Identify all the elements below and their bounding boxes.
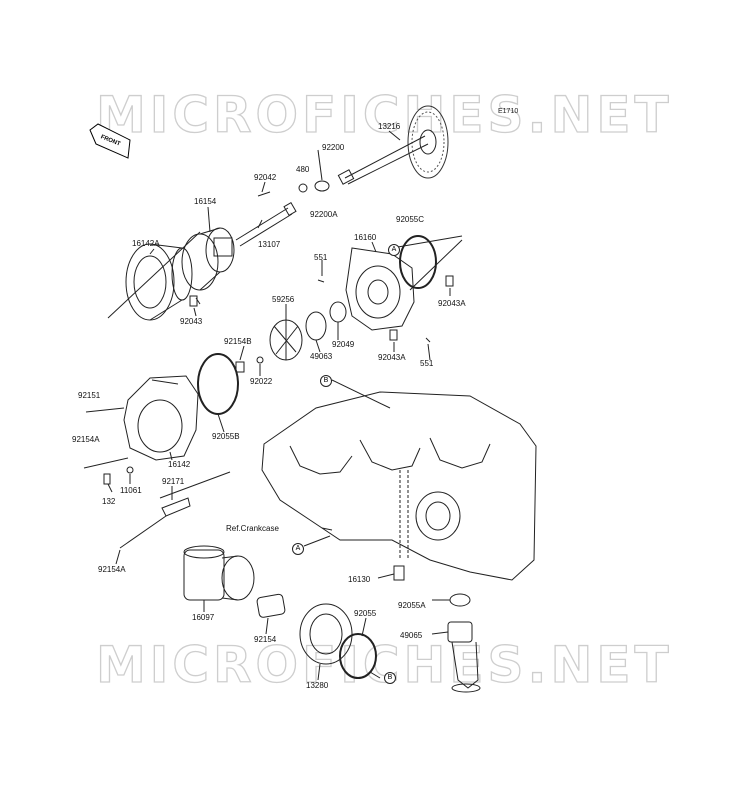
bolt-132-icon	[103, 473, 111, 485]
pin-551b-icon	[425, 337, 431, 343]
part-label-92154A-upper[interactable]: 92154A	[72, 435, 100, 444]
part-label-92042[interactable]: 92042	[254, 173, 277, 182]
part-label-551-upper[interactable]: 551	[314, 253, 328, 262]
part-label-92049[interactable]: 92049	[332, 340, 355, 349]
oil-cooler-icon	[299, 603, 353, 665]
part-label-92043A-upper[interactable]: 92043A	[438, 299, 466, 308]
watermark-top: MICROFICHES.NET	[95, 85, 673, 144]
washer-92022-icon	[256, 356, 264, 364]
camshaft-gear-icon	[337, 105, 449, 185]
front-arrow-icon	[89, 123, 131, 159]
dowel-92043A-lower-icon	[389, 329, 398, 341]
oring-92055C-icon	[399, 235, 437, 289]
impeller-icon	[269, 319, 303, 361]
part-label-551-lower[interactable]: 551	[420, 359, 434, 368]
part-label-92055A[interactable]: 92055A	[398, 601, 426, 610]
part-label-16142[interactable]: 16142	[168, 460, 191, 469]
washer-92200-icon	[314, 180, 330, 192]
pump-shaft-icon	[235, 191, 297, 247]
pin-551a-icon	[317, 279, 325, 283]
part-label-16142A[interactable]: 16142A	[132, 239, 160, 248]
part-label-59256[interactable]: 59256	[272, 295, 295, 304]
part-label-92055B[interactable]: 92055B	[212, 432, 240, 441]
plug-16130-icon	[393, 565, 405, 581]
oring-92055A-icon	[449, 593, 471, 607]
bolt-92154A-upper-icon	[83, 457, 129, 469]
fitting-92154-icon	[256, 593, 286, 618]
oring-92055-icon	[339, 633, 377, 679]
part-label-13107[interactable]: 13107	[258, 240, 281, 249]
water-pump-body-icon	[345, 247, 415, 331]
part-label-92043[interactable]: 92043	[180, 317, 203, 326]
part-label-16097[interactable]: 16097	[192, 613, 215, 622]
bolt-92154B-icon	[235, 361, 245, 373]
dowel-92043A-upper-icon	[445, 275, 454, 287]
inner-rotor-icon	[181, 227, 235, 291]
part-label-92043A-lower[interactable]: 92043A	[378, 353, 406, 362]
pump-housing-icon	[123, 375, 199, 461]
part-label-92154B[interactable]: 92154B	[224, 337, 252, 346]
oring-92055B-icon	[197, 353, 239, 415]
part-label-49065[interactable]: 49065	[400, 631, 423, 640]
part-label-16154[interactable]: 16154	[194, 197, 217, 206]
part-label-16160[interactable]: 16160	[354, 233, 377, 242]
part-label-132[interactable]: 132	[102, 497, 116, 506]
part-label-13216[interactable]: 13216	[378, 122, 401, 131]
pump-cover-icon	[125, 243, 193, 321]
bracket-92171-icon	[161, 497, 191, 517]
callout-a-lower: A	[292, 543, 304, 555]
part-label-92055[interactable]: 92055	[354, 609, 377, 618]
part-label-11061[interactable]: 11061	[120, 486, 142, 495]
part-label-92171[interactable]: 92171	[162, 477, 185, 486]
seal-49063-icon	[305, 311, 327, 341]
washer-11061-icon	[126, 466, 134, 474]
part-label-92022[interactable]: 92022	[250, 377, 273, 386]
dowel-92043-icon	[189, 295, 198, 307]
watermark-bottom: MICROFICHES.NET	[95, 635, 673, 694]
part-label-92200[interactable]: 92200	[322, 143, 345, 152]
part-label-92055C[interactable]: 92055C	[396, 215, 425, 224]
part-label-92154A-lower[interactable]: 92154A	[98, 565, 126, 574]
ref-crankcase-label: Ref.Crankcase	[226, 524, 279, 533]
oil-strainer-icon	[447, 621, 481, 693]
crankcase-icon	[261, 391, 537, 581]
bolt-92154A-lower-icon	[119, 515, 167, 549]
oring-480-icon	[298, 183, 308, 193]
diagram-code: E1710	[498, 108, 519, 115]
part-label-16130[interactable]: 16130	[348, 575, 371, 584]
callout-b-upper: B	[320, 375, 332, 387]
oil-filter-icon	[183, 545, 255, 601]
part-label-49063[interactable]: 49063	[310, 352, 333, 361]
bolt-92151-icon	[85, 407, 125, 413]
part-label-92200A[interactable]: 92200A	[310, 210, 338, 219]
part-label-92151[interactable]: 92151	[78, 391, 101, 400]
callout-b-lower: B	[384, 672, 396, 684]
part-label-13280[interactable]: 13280	[306, 681, 329, 690]
seal-92049-icon	[329, 301, 347, 323]
callout-a-upper: A	[388, 244, 400, 256]
part-label-92154[interactable]: 92154	[254, 635, 277, 644]
part-label-480[interactable]: 480	[296, 165, 310, 174]
